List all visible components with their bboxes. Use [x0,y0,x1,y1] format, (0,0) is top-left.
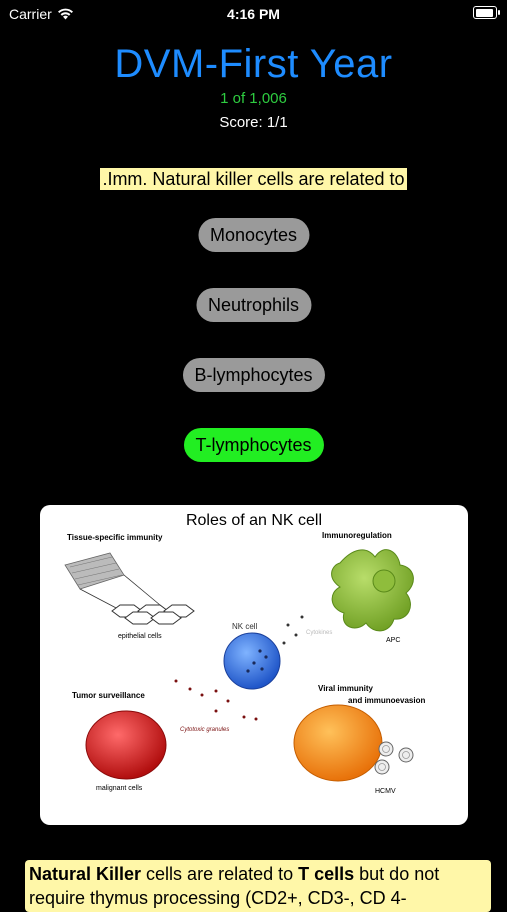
score-label: Score: 1/1 [219,114,288,131]
answer-button-b-lymphocytes[interactable]: B-lymphocytes [182,358,325,392]
app-title: DVM-First Year [114,42,393,86]
apc-cell-shape [331,549,414,632]
explanation-bold-1: Natural Killer [29,864,142,884]
malignant-cell-shape [85,710,167,780]
nk-cell-figure: Roles of an NK cell Tissue-specific immu… [40,505,468,825]
infected-cell-shape [293,704,383,782]
nk-cell-shape [223,632,281,690]
label-tissue: Tissue-specific immunity [67,533,163,542]
question-text: .Imm. Natural killer cells are related t… [100,168,407,190]
hcmv-virions [374,741,414,775]
answer-button-monocytes[interactable]: Monocytes [197,218,310,252]
cytokine-dots [282,615,304,645]
label-cytokines: Cytokines [306,630,332,636]
label-granules: Cytotoxic granules [180,727,229,733]
answer-button-t-lymphocytes[interactable]: T-lymphocytes [183,428,324,462]
granule-dots [174,679,258,721]
question-counter: 1 of 1,006 [220,90,287,107]
figure-title: Roles of an NK cell [186,512,322,529]
status-time: 4:16 PM [227,6,280,22]
status-bar: Carrier 4:16 PM [0,0,507,28]
tissue-illustration [64,552,161,611]
question: .Imm. Natural killer cells are related t… [0,168,507,190]
label-epithelial: epithelial cells [118,633,162,640]
nk-granules [246,649,268,673]
label-viral-1: Viral immunity [318,684,374,693]
label-hcmv: HCMV [375,788,396,795]
explanation-bold-2: T cells [298,864,355,884]
status-right [473,6,500,19]
battery-icon [473,6,500,19]
label-malignant: malignant cells [96,785,143,792]
answer-button-neutrophils[interactable]: Neutrophils [195,288,312,322]
epithelial-cells-illustration [111,604,195,625]
label-viral-2: and immunoevasion [348,696,425,705]
explanation-part-2: cells are related to [141,864,299,884]
label-apc: APC [386,637,400,644]
label-nk: NK cell [232,622,258,631]
label-immunoregulation: Immunoregulation [322,531,392,540]
carrier-label: Carrier [9,6,52,22]
wifi-icon [57,8,73,20]
label-tumor: Tumor surveillance [72,691,145,700]
explanation-text: Natural Killer cells are related to T ce… [25,860,491,912]
apc-nucleus [372,569,396,593]
status-left: Carrier [9,6,74,22]
figure-illustration: Roles of an NK cell Tissue-specific immu… [64,512,425,795]
